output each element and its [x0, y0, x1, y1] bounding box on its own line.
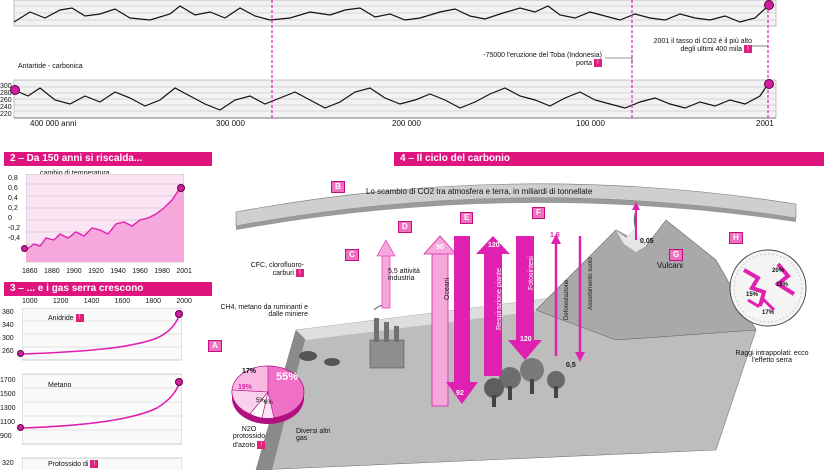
pie-gases	[231, 365, 305, 424]
label-E: E	[460, 212, 474, 224]
label-H: H	[729, 232, 743, 244]
diversi-text: Diversi altri gas	[296, 428, 331, 443]
gas-charts	[22, 308, 182, 470]
h-17: 17%	[762, 310, 775, 316]
axis-tick-400000: 400 000 anni	[30, 119, 77, 128]
oceani-text: Oceani	[444, 277, 451, 300]
photo-value: 120	[520, 336, 532, 343]
antarctic-label: Antartide - carbonica	[18, 63, 83, 70]
industry-text: 5,5 attività industria	[388, 268, 420, 283]
temperature-chart	[26, 174, 184, 263]
co2-label: Anidride!	[48, 314, 84, 322]
annotation-toba: -75000 l'eruzione del Toba (Indonesia) p…	[483, 52, 602, 68]
volcano-value: 0,05	[640, 238, 654, 245]
h-15b: 15%	[746, 292, 759, 298]
co2-start-marker	[17, 350, 24, 357]
warning-icon: !	[594, 59, 602, 68]
panel2-title: 2 – Da 150 anni si riscalda...	[4, 152, 212, 166]
label-G: G	[669, 249, 684, 261]
panel2-subtitle: cambio di temperatura	[40, 170, 110, 177]
label-C: C	[345, 249, 359, 261]
label-F: F	[532, 207, 545, 219]
warning-icon: !	[744, 45, 752, 54]
pie-5: 5%	[256, 398, 265, 404]
axis-tick-2001: 2001	[756, 119, 774, 128]
pie-6: 6%	[264, 400, 273, 406]
pie-17: 17%	[242, 368, 257, 375]
n2o-ticks: 320	[2, 460, 14, 467]
warning-icon: !	[75, 314, 84, 322]
end-marker-bottom	[764, 79, 774, 89]
cfc-text: CFC, clorofluoro-carburi!	[250, 262, 304, 278]
ch4-text: CH4, metano da ruminanti e dalle miniere	[220, 304, 308, 319]
label-B: B	[331, 181, 345, 193]
h-20: 20%	[772, 268, 785, 274]
panel4-title: 4 – Il ciclo del carbonio	[394, 152, 824, 166]
n2o-text: N2O protossido d'azoto!	[232, 426, 266, 449]
B-text: Lo scambio di CO2 tra atmosfera e terra,…	[366, 187, 593, 196]
annotation-2001: 2001 il tasso di CO2 è il più alto degli…	[653, 38, 752, 54]
axis-tick-100000: 100 000	[576, 119, 605, 128]
soil-value: 0,5	[566, 362, 576, 369]
n2o-label: Protossido di!	[48, 460, 99, 468]
co2-end-marker	[175, 310, 183, 318]
raggi-text: Raggi intrappolati: ecco l'effetto serra	[735, 350, 809, 365]
pie-19: 19%	[238, 384, 253, 391]
warning-icon: !	[257, 440, 266, 449]
deforestazione-text: Deforestazione	[564, 279, 570, 320]
methane-end-marker	[175, 378, 183, 386]
axis-tick-200000: 200 000	[392, 119, 421, 128]
methane-label: Metano	[48, 382, 72, 389]
start-marker	[10, 85, 20, 95]
h-64: 64%	[746, 312, 759, 318]
methane-start-marker	[17, 424, 24, 431]
end-marker-top	[764, 0, 774, 10]
warning-icon: !	[90, 460, 99, 468]
defor-value: 1,6	[550, 232, 560, 239]
pie-55: 55%	[276, 371, 299, 383]
ocean-down-value: 92	[456, 390, 464, 397]
h-15: 15%	[776, 282, 789, 288]
temp-end-marker	[177, 184, 185, 192]
carbon-cycle-illustration	[231, 183, 807, 470]
vulcani-text: Vulcani	[657, 261, 683, 270]
ocean-up-value: 90	[436, 244, 444, 251]
axis-tick-300000: 300 000	[216, 119, 245, 128]
fotosintesi-text: Fotosintesi	[528, 256, 535, 290]
temp-start-marker	[21, 245, 28, 252]
assorbimento-text: Assorbimento suolo	[588, 257, 594, 310]
label-D: D	[398, 221, 412, 233]
respirazione-text: Respirazione piante	[496, 268, 503, 330]
warning-icon: !	[296, 269, 304, 278]
panel3-title: 3 – ... e i gas serra crescono	[4, 282, 212, 296]
resp-value: 120	[488, 242, 500, 249]
ice-core-charts	[13, 0, 777, 119]
label-A: A	[208, 340, 222, 352]
